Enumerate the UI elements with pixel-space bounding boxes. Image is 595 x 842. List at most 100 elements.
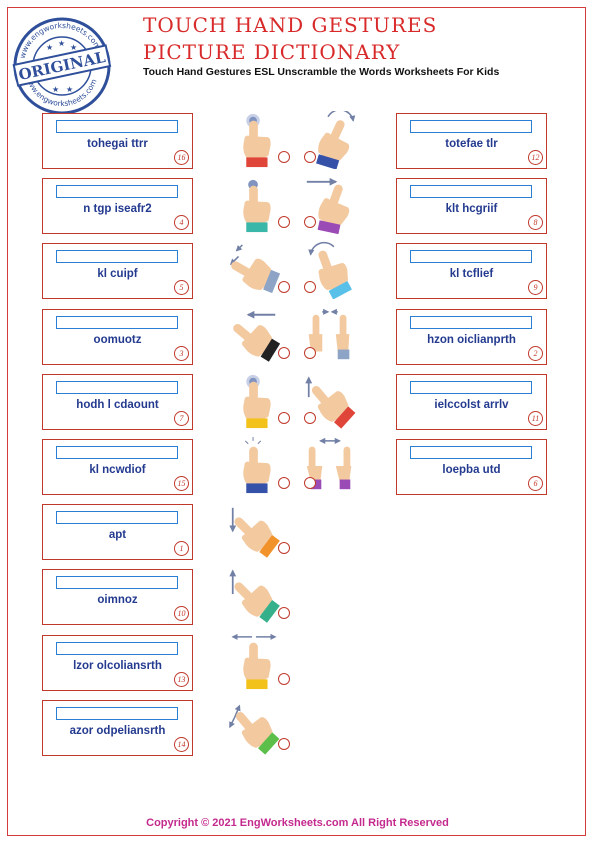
answer-field[interactable] [56,380,178,394]
scrambled-word: n tgp iseafr2 [83,203,152,216]
answer-field[interactable] [410,315,532,329]
answer-field[interactable] [56,315,178,329]
word-card: totefae tlr 12 [396,113,547,169]
copyright-footer: Copyright © 2021 EngWorksheets.com All R… [146,817,449,829]
svg-text:★: ★ [70,43,77,52]
answer-circle[interactable] [278,411,290,424]
answer-circle[interactable] [278,672,290,685]
scrambled-word: klt hcgriif [445,203,498,216]
horizontal-scroll-hand-icon [224,633,284,691]
answer-field[interactable] [410,380,532,394]
answer-circle[interactable] [304,477,316,489]
answer-circle[interactable] [278,542,290,555]
scrambled-word: loepba utd [442,464,501,476]
scrambled-word: totefae tlr [445,138,498,150]
answer-circle[interactable] [278,216,290,229]
swipe-right-hand-icon [300,176,360,235]
svg-text:★: ★ [46,43,53,52]
rotate-hand-icon [300,109,360,170]
pinch-zoom-hand-icon [300,307,360,365]
answer-circle[interactable] [304,216,316,229]
card-number: 5 [174,280,189,296]
page-subtitle: Touch Hand Gestures ESL Unscramble the W… [143,66,500,78]
card-number: 2 [528,345,543,361]
word-card: kl tcflief 9 [396,243,547,300]
answer-field[interactable] [56,250,178,264]
word-card: oomuotz 3 [42,308,193,365]
double-tap-hand-icon [224,437,284,495]
scrambled-word: oimnoz [97,594,138,607]
scrambled-word: oomuotz [93,333,142,346]
answer-field[interactable] [56,446,178,459]
tap-hand-icon [224,176,284,234]
card-number: 7 [174,410,189,426]
answer-field[interactable] [410,446,532,459]
press-hand-icon [224,372,284,430]
answer-field[interactable] [410,250,532,264]
flick-left-hand-icon [224,241,284,299]
original-stamp-seal: www.engworksheets.com www.engworksheets.… [12,17,112,115]
answer-circle[interactable] [278,281,290,294]
answer-circle[interactable] [304,346,316,359]
scrambled-word: hodh l cdaount [76,398,159,411]
card-number: 9 [528,280,543,296]
diagonal-scroll-hand-icon [224,698,284,756]
answer-field[interactable] [56,641,178,655]
answer-field[interactable] [56,511,178,525]
card-number: 13 [174,671,189,687]
word-card: tohegai ttrr 16 [42,113,193,169]
scrambled-word: azor odpeliansrth [69,724,166,737]
svg-text:ORIGINAL: ORIGINAL [17,48,108,84]
word-card: oimnoz 10 [42,569,193,626]
page-title-line1: TOUCH HAND GESTURES [143,13,438,37]
answer-circle[interactable] [278,346,290,359]
tap-hold-hand-icon [224,111,284,169]
word-card: hzon oiclianprth 2 [396,308,547,365]
rotate-left-hand-icon [300,241,360,300]
answer-circle[interactable] [278,151,290,163]
scrambled-word: hzon oiclianprth [427,333,516,346]
answer-field[interactable] [56,185,178,199]
card-number: 4 [174,215,189,231]
word-card: loepba utd 6 [396,439,547,495]
scrambled-word: ielccolst arrlv [434,398,509,411]
card-number: 8 [528,215,543,231]
swipe-up-hand-icon [224,567,284,625]
scrambled-word: tohegai ttrr [87,138,148,150]
answer-circle[interactable] [304,281,316,294]
card-number: 11 [528,410,543,426]
answer-circle[interactable] [278,607,290,620]
answer-circle[interactable] [278,477,290,489]
card-number: 14 [174,736,189,752]
answer-circle[interactable] [304,151,316,163]
card-number: 1 [174,541,189,557]
swipe-left-hand-icon [224,307,284,365]
card-number: 12 [528,150,543,165]
card-number: 15 [174,476,189,491]
scrambled-word: kl tcflief [449,268,494,281]
scrambled-word: apt [108,529,127,542]
answer-circle[interactable] [304,411,316,424]
word-card: hodh l cdaount 7 [42,373,193,430]
answer-field[interactable] [410,185,532,199]
svg-text:★: ★ [52,85,59,94]
answer-field[interactable] [56,120,178,133]
card-number: 3 [174,345,189,361]
card-number: 10 [174,606,189,622]
page-frame [7,7,586,836]
answer-field[interactable] [410,120,532,133]
word-card: n tgp iseafr2 4 [42,178,193,235]
page-title-line2: PICTURE DICTIONARY [143,40,401,64]
svg-text:★: ★ [66,85,73,94]
spread-hands-icon [300,437,360,495]
card-number: 16 [174,150,189,165]
answer-field[interactable] [56,706,178,720]
card-number: 6 [528,476,543,491]
answer-circle[interactable] [278,737,290,750]
drag-up-hand-icon [300,372,360,430]
answer-field[interactable] [56,576,178,590]
word-card: apt 1 [42,504,193,561]
